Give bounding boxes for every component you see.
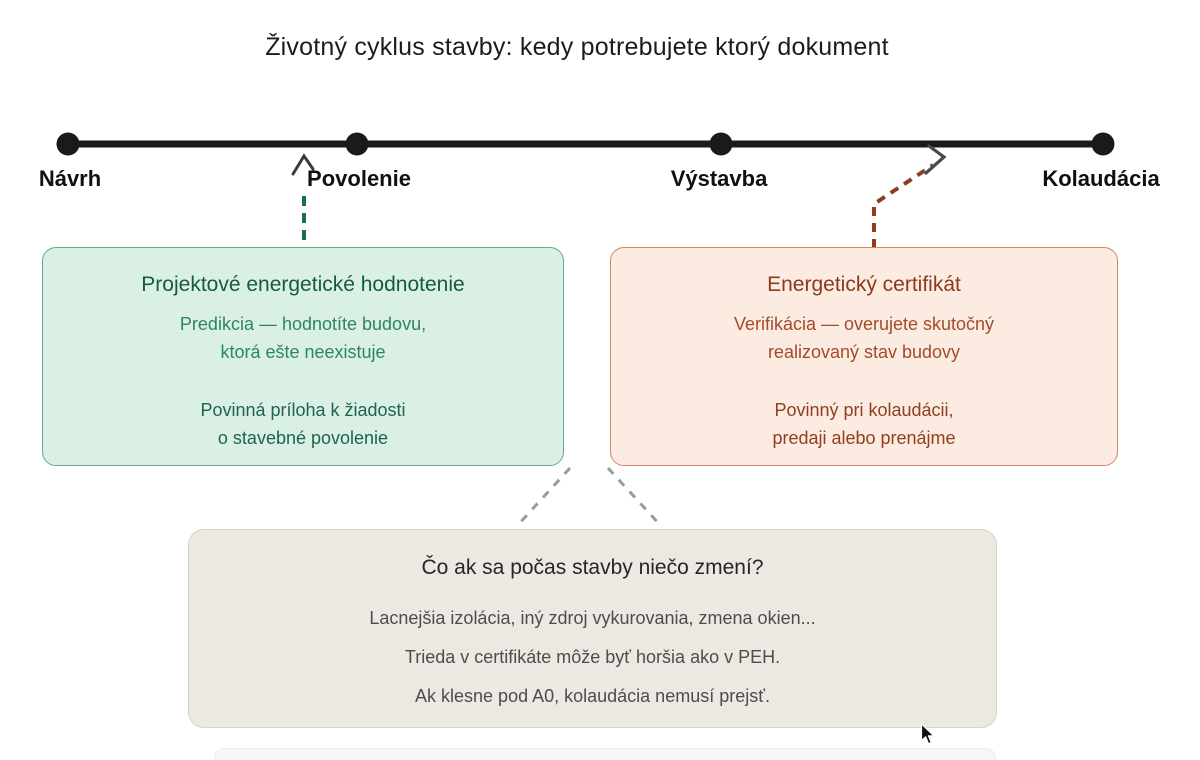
timeline-label-vystavba: Výstavba [670, 166, 768, 191]
change-note-line: Trieda v certifikáte môže byť horšia ako… [404, 647, 781, 667]
mouse-cursor-icon [920, 723, 935, 745]
peh-card-prediction-text: Predikcia — hodnotíte budovu, ktorá ešte… [179, 314, 427, 362]
cert-arrow-dashed-line [872, 163, 935, 248]
note-connector-left [514, 466, 572, 529]
peh-arrowhead-icon [291, 153, 315, 176]
certificate-card-verification-text: Verifikácia — overujete skutočný realizo… [733, 314, 995, 362]
note-connector-right [606, 466, 664, 529]
change-note-line: Lacnejšia izolácia, iný zdroj vykurovani… [369, 608, 816, 628]
timeline-label-navrh: Návrh [38, 166, 102, 191]
change-note-card: Čo ak sa počas stavby niečo zmení? Lacne… [188, 529, 997, 728]
timeline-dot-navrh [56, 132, 80, 156]
peh-card-requirement-text: Povinná príloha k žiadosti o stavebné po… [200, 400, 406, 448]
cert-arrowhead-icon [924, 144, 947, 175]
peh-card: Projektové energetické hodnotenie Predik… [42, 247, 564, 466]
certificate-card-requirement-text: Povinný pri kolaudácii, predaji alebo pr… [772, 400, 956, 448]
certificate-card: Energetický certifikát Verifikácia — ove… [610, 247, 1118, 466]
change-note-title: Čo ak sa počas stavby niečo zmení? [421, 556, 764, 579]
change-note-line: Ak klesne pod A0, kolaudácia nemusí prej… [415, 686, 770, 706]
page-title: Životný cyklus stavby: kedy potrebujete … [265, 33, 889, 61]
peh-card-title: Projektové energetické hodnotenie [141, 273, 465, 296]
timeline-dot-kolaudacia [1091, 132, 1115, 156]
timeline-label-povolenie: Povolenie [307, 166, 411, 191]
next-card-top-edge [214, 748, 996, 760]
timeline-label-kolaudacia: Kolaudácia [1042, 166, 1160, 191]
certificate-card-title: Energetický certifikát [767, 273, 961, 296]
timeline-dot-vystavba [709, 132, 733, 156]
timeline-dot-povolenie [345, 132, 369, 156]
